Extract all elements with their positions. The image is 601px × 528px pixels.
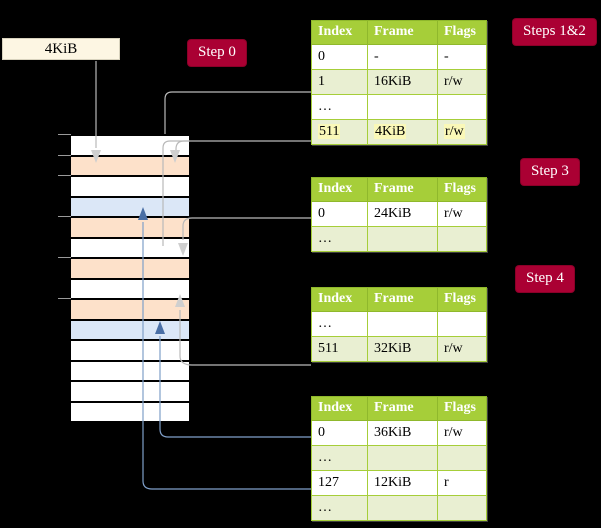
step-badge-steps12: Steps 1&2: [513, 19, 596, 45]
column-header-flags: Flags: [437, 177, 487, 202]
cell-index: …: [311, 94, 368, 120]
cell-flags: r/w: [437, 420, 487, 446]
column-header-flags: Flags: [437, 20, 487, 45]
table-row: …: [311, 94, 487, 120]
column-header-index: Index: [311, 287, 368, 312]
cell-index: 1: [311, 69, 368, 95]
memory-frame-row: [71, 237, 189, 258]
cell-index: 0: [311, 420, 368, 446]
memory-frame-row: [71, 217, 189, 238]
column-header-index: Index: [311, 177, 368, 202]
cell-frame: 12KiB: [367, 470, 438, 496]
cell-index: …: [311, 445, 368, 471]
cell-index: 511: [311, 336, 368, 362]
cell-flags: [437, 495, 487, 521]
cell-frame: 4KiB: [367, 119, 438, 145]
memory-frame-row: [71, 360, 189, 381]
table-row: 511 4KiB r/w: [311, 119, 487, 145]
memory-frame-tick: [58, 216, 71, 217]
step-badge-step0: Step 0: [188, 40, 246, 66]
table-row: 0--: [311, 44, 487, 70]
table-row: …: [311, 495, 487, 521]
source-page-label: 4KiB: [44, 40, 78, 57]
memory-frame-row: [71, 319, 189, 340]
cell-index: …: [311, 311, 368, 337]
column-header-frame: Frame: [367, 396, 438, 421]
memory-frame-row: [71, 196, 189, 217]
cell-frame: 24KiB: [367, 201, 438, 227]
cell-frame: 36KiB: [367, 420, 438, 446]
column-header-frame: Frame: [367, 20, 438, 45]
step-badge-step3: Step 3: [521, 159, 579, 185]
memory-frame-row: [71, 176, 189, 197]
memory-frame-row: [71, 155, 189, 176]
memory-frame-tick: [58, 298, 71, 299]
column-header-index: Index: [311, 396, 368, 421]
cell-flags: [437, 94, 487, 120]
table-row: …: [311, 445, 487, 471]
cell-frame: -: [367, 44, 438, 70]
cell-highlight: 4KiB: [374, 123, 407, 139]
memory-frame-row: [71, 340, 189, 361]
memory-frame-tick: [58, 175, 71, 176]
memory-frame-tick: [58, 134, 71, 135]
cell-flags: r/w: [437, 69, 487, 95]
cell-index: 0: [311, 44, 368, 70]
cell-frame: 32KiB: [367, 336, 438, 362]
cell-frame: [367, 445, 438, 471]
column-header-frame: Frame: [367, 287, 438, 312]
step-badge-step4: Step 4: [516, 266, 574, 292]
physical-memory-column: [70, 134, 190, 422]
memory-frame-row: [71, 278, 189, 299]
table-row: …: [311, 311, 487, 337]
cell-frame: [367, 311, 438, 337]
memory-frame-tick: [58, 257, 71, 258]
cell-flags: r: [437, 470, 487, 496]
memory-frame-row: [71, 401, 189, 422]
memory-frame-row: [71, 381, 189, 402]
cell-index: 127: [311, 470, 368, 496]
cell-index: 0: [311, 201, 368, 227]
cell-index: …: [311, 226, 368, 252]
cell-flags: r/w: [437, 119, 487, 145]
cell-flags: r/w: [437, 336, 487, 362]
source-page-box: 4KiB: [2, 38, 120, 60]
column-header-flags: Flags: [437, 396, 487, 421]
cell-flags: [437, 445, 487, 471]
memory-frame-tick: [58, 155, 71, 156]
cell-index: 511: [311, 119, 368, 145]
cell-frame: [367, 495, 438, 521]
cell-frame: 16KiB: [367, 69, 438, 95]
column-header-index: Index: [311, 20, 368, 45]
cell-flags: r/w: [437, 201, 487, 227]
cell-frame: [367, 226, 438, 252]
cell-flags: [437, 226, 487, 252]
column-header-flags: Flags: [437, 287, 487, 312]
cell-frame: [367, 94, 438, 120]
cell-flags: [437, 311, 487, 337]
cell-highlight: 511: [318, 123, 341, 139]
memory-frame-row: [71, 299, 189, 320]
table-row: …: [311, 226, 487, 252]
cell-flags: -: [437, 44, 487, 70]
cell-highlight: r/w: [444, 123, 465, 139]
column-header-frame: Frame: [367, 177, 438, 202]
memory-frame-row: [71, 258, 189, 279]
cell-index: …: [311, 495, 368, 521]
memory-frame-row: [71, 135, 189, 156]
